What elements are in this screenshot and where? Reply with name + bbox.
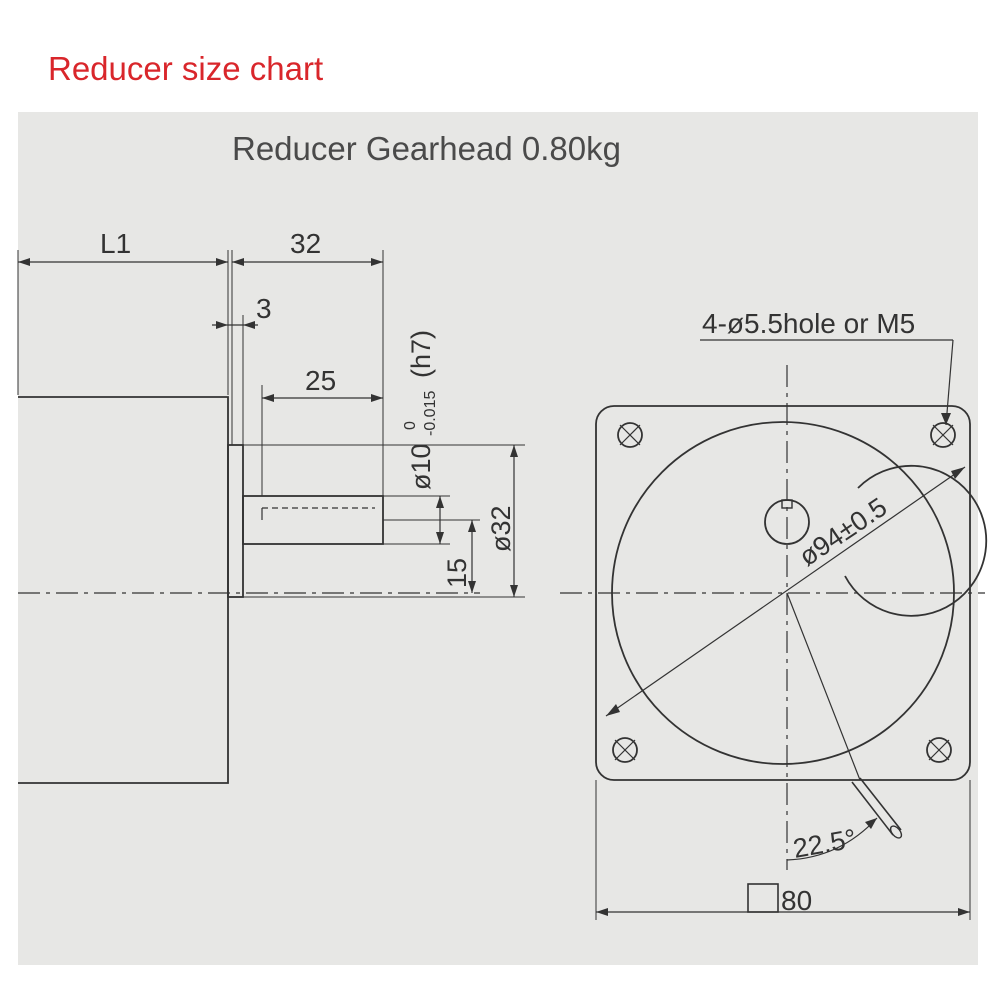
label-25: 25 [305,365,336,396]
square-symbol [747,883,779,913]
label-shaft-diameter: ø10 [406,443,436,490]
label-shaft-tol-upper: 0 [402,421,419,430]
mounting-hole-tr [930,422,956,448]
label-pcd: ø94±0.5 [794,492,893,572]
label-15: 15 [442,558,472,588]
mounting-hole-br [926,737,952,763]
pcd-diagonal [605,466,966,717]
label-32: 32 [290,228,321,259]
mounting-hole-bl [612,737,638,763]
cable [851,777,902,836]
shaft-outline [242,495,384,545]
label-l1: L1 [100,228,131,259]
label-shaft-tol-lower: -0.015 [422,391,439,436]
flange-outline [227,444,244,598]
boss-arc [844,464,988,617]
label-3: 3 [256,293,272,324]
page-header: Reducer size chart [48,50,324,87]
label-shaft-fit: (h7) [406,330,436,378]
label-boss-diameter: ø32 [486,505,516,552]
label-angle: 22.5° [791,823,859,864]
label-square-size: 80 [781,885,812,916]
drawing-paper [18,112,978,965]
mounting-hole-tl [617,422,643,448]
label-hole: 4-ø5.5hole or M5 [702,308,915,339]
drawing-subtitle: Reducer Gearhead 0.80kg [232,130,621,167]
motor-body-outline [18,396,229,784]
